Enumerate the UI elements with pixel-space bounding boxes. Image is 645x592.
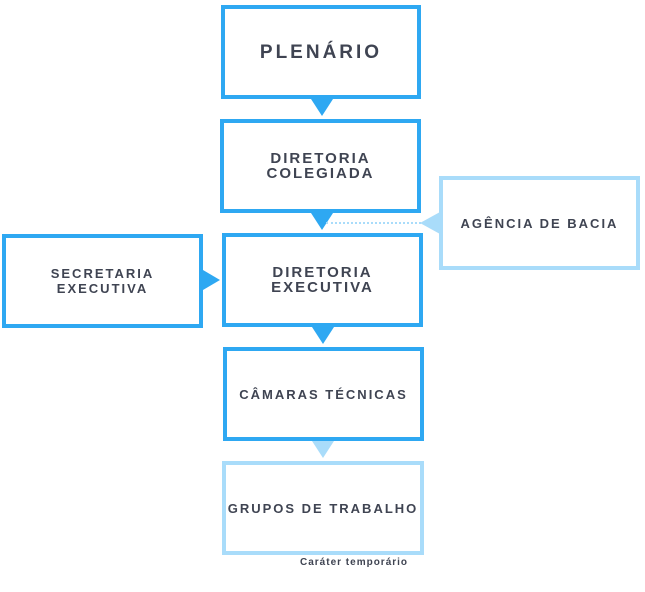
- secretaria-executiva-label-line2: EXECUTIVA: [56, 281, 149, 296]
- plenario-label: PLENÁRIO: [259, 41, 383, 63]
- grupos-de-trabalho-box: GRUPOS DE TRABALHO: [222, 461, 424, 555]
- arrow-plenario-to-colegiada: [311, 99, 333, 116]
- camaras-tecnicas-box: CÂMARAS TÉCNICAS: [223, 347, 424, 441]
- grupos-de-trabalho-label: GRUPOS DE TRABALHO: [227, 500, 419, 516]
- agencia-de-bacia-label: AGÊNCIA DE BACIA: [460, 215, 619, 231]
- agencia-de-bacia-box: AGÊNCIA DE BACIA: [439, 176, 640, 270]
- camaras-tecnicas-label: CÂMARAS TÉCNICAS: [239, 386, 408, 402]
- arrow-colegiada-to-executiva: [311, 213, 333, 230]
- secretaria-executiva-box: SECRETARIA EXECUTIVA: [2, 234, 203, 328]
- diretoria-colegiada-box: DIRETORIA COLEGIADA: [220, 119, 421, 213]
- arrow-camaras-to-grupos: [312, 441, 334, 458]
- secretaria-executiva-label-line1: SECRETARIA: [50, 266, 155, 281]
- diretoria-colegiada-label-line1: DIRETORIA: [270, 150, 371, 167]
- arrow-executiva-to-camaras: [312, 327, 334, 344]
- dotted-connector-agencia: [326, 222, 421, 224]
- plenario-box: PLENÁRIO: [221, 5, 421, 99]
- diretoria-executiva-label-line2: EXECUTIVA: [271, 279, 374, 296]
- arrow-agencia-to-connector: [420, 212, 440, 234]
- arrow-secretaria-to-executiva: [203, 270, 220, 290]
- carater-temporario-note: Caráter temporário: [300, 557, 409, 568]
- diretoria-executiva-box: DIRETORIA EXECUTIVA: [222, 233, 423, 327]
- diretoria-executiva-label-line1: DIRETORIA: [272, 264, 373, 281]
- diretoria-colegiada-label-line2: COLEGIADA: [266, 165, 375, 182]
